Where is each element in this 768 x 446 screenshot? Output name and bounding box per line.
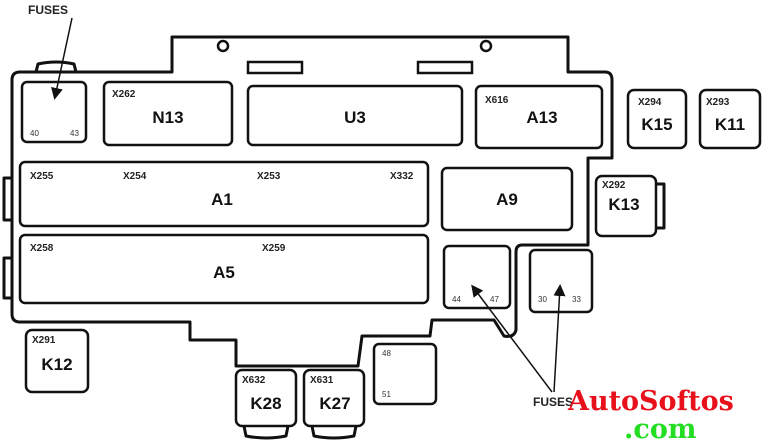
clip — [656, 182, 666, 230]
fuse-number: 30 — [538, 295, 547, 304]
clip — [34, 60, 78, 73]
latch — [416, 60, 474, 75]
fuse-number: 43 — [70, 129, 79, 138]
module-label: A1 — [211, 190, 233, 209]
fuse-number: 51 — [382, 390, 391, 399]
fuse-number: 48 — [382, 349, 391, 358]
connector-label: X291 — [32, 335, 56, 346]
connector-label: X632 — [242, 375, 266, 386]
module-u3[interactable] — [246, 84, 464, 147]
fuse-number: 44 — [452, 295, 461, 304]
module-a13[interactable] — [474, 84, 604, 150]
callout-arrow — [471, 284, 553, 393]
connector-label: X631 — [310, 375, 334, 386]
fuse-block-44-47[interactable] — [442, 244, 512, 310]
relay-k13[interactable] — [594, 174, 658, 238]
relay-k27[interactable] — [302, 368, 366, 428]
clip — [2, 176, 12, 222]
callout-arrow — [51, 17, 73, 100]
connector-label: X258 — [30, 243, 54, 254]
connector-label: X293 — [706, 97, 730, 108]
connector-label: X254 — [123, 171, 147, 182]
clip — [242, 425, 290, 440]
relay-k11[interactable] — [698, 88, 762, 150]
relay-label: K28 — [250, 394, 281, 413]
relay-k12[interactable] — [24, 328, 90, 394]
clip — [310, 425, 358, 440]
fuse-block-40-43[interactable] — [20, 80, 88, 144]
relay-k15[interactable] — [626, 88, 688, 150]
relay-label: K13 — [608, 195, 639, 214]
fuse-number: 47 — [490, 295, 499, 304]
module-a5[interactable] — [18, 233, 430, 305]
latch — [246, 60, 304, 75]
module-label: A13 — [526, 108, 557, 127]
connector-label: X253 — [257, 171, 281, 182]
relay-k28[interactable] — [234, 368, 298, 428]
connector-label: X292 — [602, 180, 626, 191]
connector-label: X255 — [30, 171, 54, 182]
connector-label: X332 — [390, 171, 414, 182]
fuse-block-30-33[interactable] — [528, 248, 594, 314]
relay-label: K15 — [641, 115, 672, 134]
module-n13[interactable] — [102, 80, 234, 147]
module-label: N13 — [152, 108, 183, 127]
mounting-hole — [216, 39, 230, 53]
relay-label: K11 — [715, 115, 745, 134]
connector-label: X294 — [638, 97, 662, 108]
callout-arrow — [553, 284, 566, 393]
housing-outline — [10, 35, 614, 368]
connector-label: X616 — [485, 95, 509, 106]
module-a1[interactable] — [18, 160, 430, 228]
relay-label: K12 — [41, 355, 72, 374]
watermark-suffix: .com — [624, 414, 696, 445]
relay-label: K27 — [319, 394, 350, 413]
connector-label: X259 — [262, 243, 286, 254]
fuse-block-48-51[interactable] — [372, 342, 438, 406]
module-label: A5 — [213, 263, 235, 282]
fuses-callout-label: FUSES — [28, 3, 68, 17]
mounting-hole — [479, 39, 493, 53]
fuses-callout-label: FUSES — [533, 395, 573, 409]
module-label: A9 — [496, 190, 518, 209]
fuse-number: 33 — [572, 295, 581, 304]
module-a9[interactable] — [440, 166, 574, 232]
connector-label: X262 — [112, 89, 136, 100]
clip — [2, 256, 12, 300]
fuse-number: 40 — [30, 129, 39, 138]
module-label: U3 — [344, 108, 366, 127]
watermark-text: AutoSoftos — [567, 386, 734, 417]
